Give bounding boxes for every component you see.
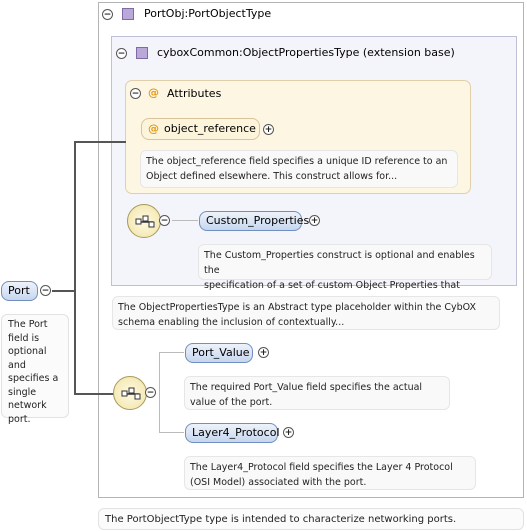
connector [172, 220, 198, 221]
sequence-compositor-icon[interactable] [113, 376, 147, 410]
layer4-protocol-element[interactable]: Layer4_Protocol [185, 423, 280, 443]
port-value-doc: The required Port_Value field specifies … [184, 376, 450, 410]
attributes-title: Attributes [167, 87, 222, 100]
extension-base-collapse-toggle[interactable]: − [116, 48, 127, 59]
port-value-expand-toggle[interactable]: + [258, 347, 269, 358]
custom-seq-collapse-toggle[interactable]: − [159, 215, 170, 226]
port-doc: The Port field is optional and specifies… [1, 314, 69, 425]
sequence-compositor-icon[interactable] [127, 204, 161, 238]
custom-properties-element[interactable]: Custom_Properties [199, 211, 309, 231]
attribute-at-icon: @ [148, 86, 159, 99]
port-collapse-toggle[interactable]: − [40, 285, 51, 296]
object-reference-doc: The object_reference field specifies a u… [140, 150, 458, 188]
layer4-protocol-doc: The Layer4_Protocol field specifies the … [184, 456, 476, 490]
extension-base-doc: The ObjectPropertiesType is an Abstract … [112, 296, 500, 330]
port-value-element[interactable]: Port_Value [185, 343, 253, 363]
extension-base-title: cyboxCommon:ObjectPropertiesType (extens… [157, 46, 455, 59]
port-type-collapse-toggle[interactable]: − [102, 9, 113, 20]
port-type-title: PortObj:PortObjectType [144, 7, 272, 20]
connector [159, 432, 184, 433]
port-type-doc: The PortObjectType type is intended to c… [98, 508, 524, 530]
custom-properties-doc: The Custom_Properties construct is optio… [198, 244, 492, 306]
connector [74, 141, 126, 143]
port-element[interactable]: Port [1, 281, 38, 301]
custom-properties-expand-toggle[interactable]: + [309, 215, 320, 226]
connector [159, 352, 160, 432]
connector [52, 290, 74, 292]
complex-type-icon [136, 47, 148, 59]
attribute-at-icon: @ [148, 122, 159, 135]
object-reference-attribute[interactable]: @ object_reference [141, 118, 260, 140]
layer4-protocol-expand-toggle[interactable]: + [283, 427, 294, 438]
attributes-collapse-toggle[interactable]: − [130, 88, 141, 99]
connector [74, 141, 76, 394]
object-reference-label: object_reference [164, 122, 256, 135]
object-reference-expand-toggle[interactable]: + [263, 124, 274, 135]
connector [74, 393, 114, 395]
complex-type-icon [122, 8, 134, 20]
connector [159, 352, 184, 353]
port-seq-collapse-toggle[interactable]: − [145, 387, 156, 398]
